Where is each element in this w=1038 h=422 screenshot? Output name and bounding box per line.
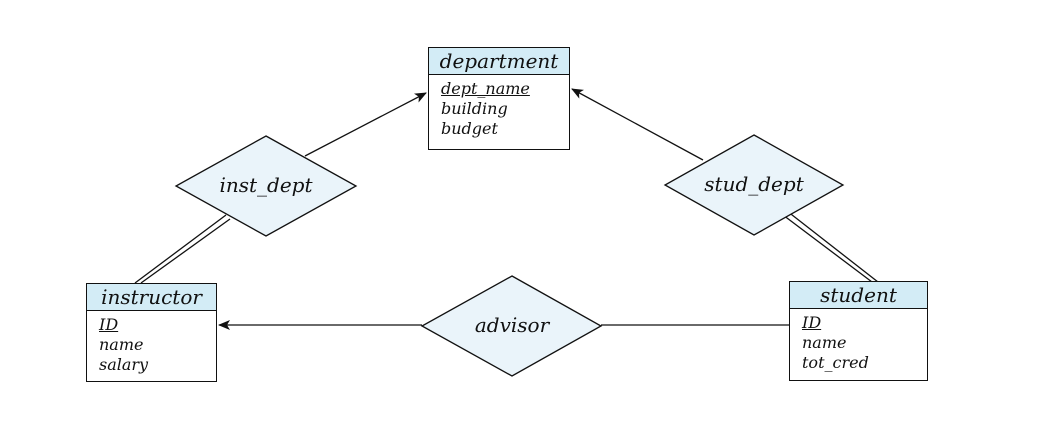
inst-dept-diamond: [174, 135, 358, 237]
student-attribute-list: ID name tot_cred: [790, 309, 927, 373]
attribute-id: ID: [802, 313, 822, 332]
instructor-inst-dept-double-line-b: [140, 218, 231, 284]
department-entity: department dept_name building budget: [428, 47, 570, 150]
stud-dept-label: stud_dept: [704, 172, 804, 196]
attribute-name: name: [99, 335, 144, 354]
attribute-building: building: [441, 99, 508, 118]
department-entity-title: department: [429, 48, 569, 75]
attribute-tot-cred: tot_cred: [802, 353, 869, 372]
department-attribute-list: dept_name building budget: [429, 75, 569, 139]
attribute-id: ID: [99, 315, 119, 334]
student-entity: student ID name tot_cred: [789, 281, 928, 381]
student-stud-dept-double-line-a: [782, 214, 873, 283]
attribute-name: name: [802, 333, 847, 352]
inst-dept-label: inst_dept: [219, 173, 313, 197]
advisor-diamond: [420, 275, 603, 377]
stud-dept-to-department-arrow: [571, 88, 704, 161]
instructor-inst-dept-double-line-a: [134, 214, 227, 284]
instructor-entity-title: instructor: [87, 284, 216, 311]
attribute-salary: salary: [99, 355, 149, 374]
advisor-label: advisor: [474, 313, 550, 337]
inst-dept-to-department-arrow: [304, 92, 427, 157]
instructor-attribute-list: ID name salary: [87, 311, 216, 375]
attribute-dept-name: dept_name: [441, 79, 530, 98]
student-stud-dept-double-line-b: [786, 210, 879, 283]
attribute-budget: budget: [441, 119, 498, 138]
stud-dept-diamond: [663, 134, 845, 236]
student-entity-title: student: [790, 282, 927, 309]
instructor-entity: instructor ID name salary: [86, 283, 217, 382]
